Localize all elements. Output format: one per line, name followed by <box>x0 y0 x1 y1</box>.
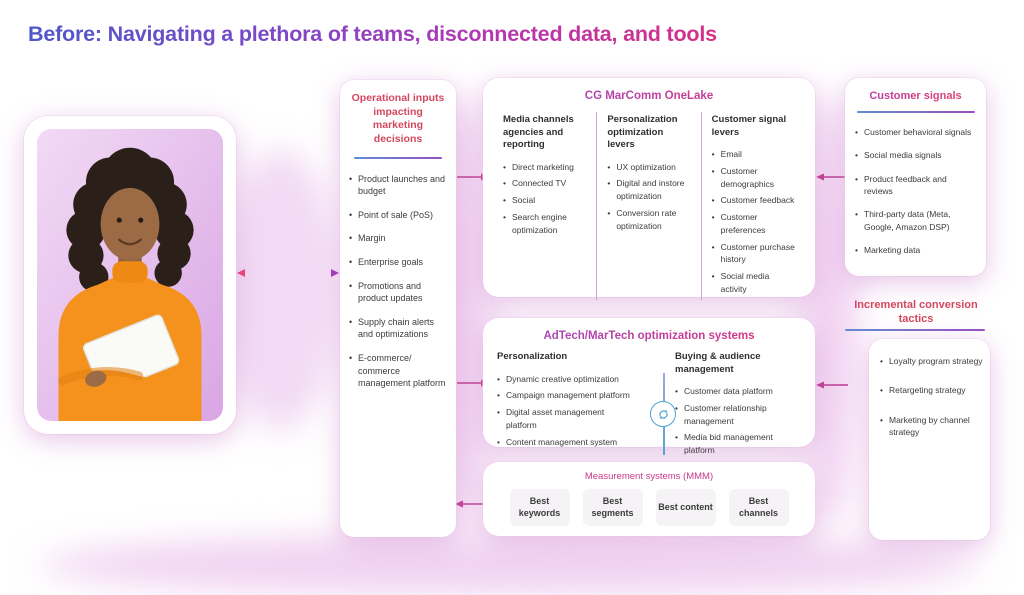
list-item: Social media activity <box>712 270 797 296</box>
measurement-chip: Best content <box>655 489 716 526</box>
double-headed-arrow <box>237 269 339 277</box>
list-item: Enterprise goals <box>349 256 447 269</box>
operational-inputs-box: Operational inputs impacting marketing d… <box>340 80 456 537</box>
list-item: Margin <box>349 232 447 245</box>
measurement-chip: Best keywords <box>509 489 570 526</box>
list-item: Email <box>712 148 797 161</box>
list-item: Third-party data (Meta, Google, Amazon D… <box>855 208 976 233</box>
list-item: Promotions and product updates <box>349 280 447 305</box>
woman-photo <box>37 129 223 421</box>
list-item: Digital and instore optimization <box>607 177 692 203</box>
customer-signals-list: Customer behavioral signalsSocial media … <box>855 126 976 257</box>
adtech-column-personalization: Personalization Dynamic creative optimiz… <box>497 351 647 461</box>
measurement-chip: Best channels <box>728 489 789 526</box>
list-item: Social media signals <box>855 149 976 162</box>
list-item: Customer feedback <box>712 194 797 207</box>
list-item: Digital asset management platform <box>497 406 637 432</box>
list-item: Customer purchase history <box>712 241 797 267</box>
column-list: Customer data platformCustomer relations… <box>675 385 801 457</box>
adtech-title: AdTech/MarTech optimization systems <box>493 330 805 342</box>
list-item: Direct marketing <box>503 161 588 174</box>
customer-signals-box: Customer signals Customer behavioral sig… <box>845 78 986 276</box>
photo-card <box>24 116 236 434</box>
list-item: Conversion rate optimization <box>607 207 692 233</box>
divider <box>856 111 975 113</box>
divider <box>845 329 985 331</box>
adtech-column-buying: Buying & audience management Customer da… <box>647 351 801 461</box>
sync-icon <box>650 401 676 427</box>
list-item: Marketing data <box>855 244 976 257</box>
incremental-list: Loyalty program strategyRetargeting stra… <box>880 355 985 438</box>
list-item: Media bid management platform <box>675 431 801 457</box>
list-item: Loyalty program strategy <box>880 355 985 368</box>
incremental-box: Loyalty program strategyRetargeting stra… <box>869 339 990 540</box>
column-header: Personalization optimization levers <box>607 114 678 151</box>
onelake-column-signals: Customer signal levers EmailCustomer dem… <box>700 112 805 300</box>
list-item: Supply chain alerts and optimizations <box>349 316 447 341</box>
left-arrow <box>816 381 848 389</box>
slide: Before: Navigating a plethora of teams, … <box>0 0 1024 576</box>
column-header: Customer signal levers <box>711 114 787 138</box>
list-item: Product launches and budget <box>349 173 447 198</box>
list-item: Product feedback and reviews <box>855 173 976 198</box>
list-item: Customer preferences <box>712 211 797 237</box>
operational-inputs-list: Product launches and budgetPoint of sale… <box>349 173 447 390</box>
list-item: UX optimization <box>607 161 692 174</box>
left-arrow <box>816 173 848 181</box>
woman-illustration <box>37 129 223 421</box>
column-list: Dynamic creative optimizationCampaign ma… <box>497 373 637 449</box>
onelake-column-media: Media channels agencies and reporting Di… <box>493 112 596 300</box>
list-item: Social <box>503 194 588 207</box>
column-list: EmailCustomer demographicsCustomer feedb… <box>712 148 797 296</box>
list-item: Customer relationship management <box>675 402 801 428</box>
list-item: Customer behavioral signals <box>855 126 976 139</box>
list-item: E-commerce/ commerce management platform <box>349 352 447 390</box>
column-header: Media channels agencies and reporting <box>503 114 574 151</box>
column-list: UX optimizationDigital and instore optim… <box>607 161 692 233</box>
face <box>100 187 160 261</box>
list-item: Search engine optimization <box>503 211 588 237</box>
onelake-title: CG MarComm OneLake <box>493 90 805 102</box>
column-header: Personalization <box>497 351 568 362</box>
column-list: Direct marketingConnected TV SocialSearch… <box>503 161 588 237</box>
background-glow <box>40 535 980 595</box>
operational-inputs-title: Operational inputs impacting marketing d… <box>351 92 445 145</box>
divider <box>354 156 442 159</box>
list-item: Connected TV <box>503 177 588 190</box>
background-glow <box>220 150 340 430</box>
list-item: Content management system <box>497 436 637 449</box>
hand <box>85 370 107 387</box>
measurement-chip: Best segments <box>582 489 643 526</box>
list-item: Retargeting strategy <box>880 384 985 397</box>
incremental-title: Incremental conversion tactics <box>854 299 978 326</box>
list-item: Customer data platform <box>675 385 801 398</box>
list-item: Dynamic creative optimization <box>497 373 637 386</box>
measurement-title: Measurement systems (MMM) <box>584 471 714 482</box>
customer-signals-title: Customer signals <box>855 90 976 102</box>
list-item: Campaign management platform <box>497 389 637 402</box>
page-title: Before: Navigating a plethora of teams, … <box>28 22 717 46</box>
list-item: Point of sale (PoS) <box>349 209 447 222</box>
adtech-box: AdTech/MarTech optimization systems Pers… <box>483 318 815 455</box>
list-item: Customer demographics <box>712 165 797 191</box>
onelake-box: CG MarComm OneLake Media channels agenci… <box>483 78 815 300</box>
onelake-column-personalization: Personalization optimization levers UX o… <box>596 112 700 300</box>
column-header: Buying & audience management <box>675 351 761 375</box>
measurement-chips: Best keywords Best segments Best content Be… <box>483 489 815 526</box>
list-item: Marketing by channel strategy <box>880 414 985 439</box>
